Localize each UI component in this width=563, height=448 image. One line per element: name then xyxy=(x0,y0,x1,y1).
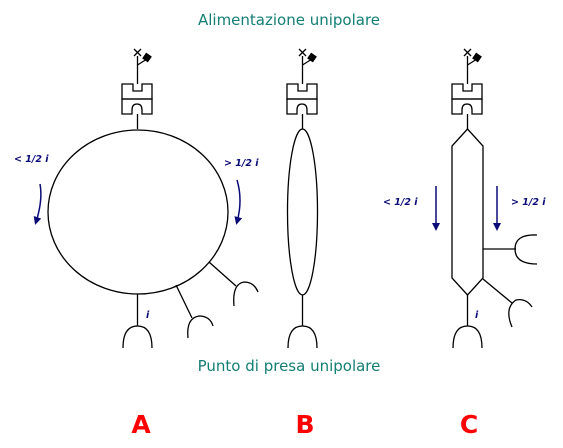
breaker-symbol xyxy=(133,48,152,84)
left-current-label: < 1/2 i xyxy=(383,197,418,208)
branch-socket-1 xyxy=(483,234,538,265)
branch-socket-2 xyxy=(482,278,533,328)
branch-socket-2 xyxy=(208,261,259,307)
branch-socket-1 xyxy=(175,284,214,339)
main-socket xyxy=(452,295,483,349)
socket-title: Punto di presa unipolare xyxy=(198,357,381,375)
configuration-a: < 1/2 i > 1/2 i i A xyxy=(14,48,259,439)
main-socket xyxy=(122,294,153,349)
breaker-symbol xyxy=(298,48,317,84)
breaker-symbol xyxy=(463,48,482,84)
configuration-label-a: A xyxy=(131,410,151,439)
plug-connector xyxy=(121,83,153,115)
configuration-label-b: B xyxy=(295,410,314,439)
socket-current-label: i xyxy=(475,310,479,321)
configuration-b: B xyxy=(286,48,319,439)
configuration-c: < 1/2 i > 1/2 i i C xyxy=(383,48,546,439)
plug-connector xyxy=(286,83,318,115)
main-socket xyxy=(287,295,318,349)
socket-current-label: i xyxy=(146,310,150,321)
left-current-label: < 1/2 i xyxy=(14,154,49,165)
right-arrow xyxy=(234,179,243,225)
right-current-label: > 1/2 i xyxy=(511,197,546,208)
ring-circuit xyxy=(47,129,229,295)
configuration-label-c: C xyxy=(460,410,478,439)
supply-title: Alimentazione unipolare xyxy=(198,11,380,29)
hexagon-circuit xyxy=(451,128,484,296)
plug-connector xyxy=(451,83,483,115)
loop-circuit xyxy=(286,128,319,296)
left-arrow xyxy=(33,183,42,225)
right-current-label: > 1/2 i xyxy=(224,158,259,169)
